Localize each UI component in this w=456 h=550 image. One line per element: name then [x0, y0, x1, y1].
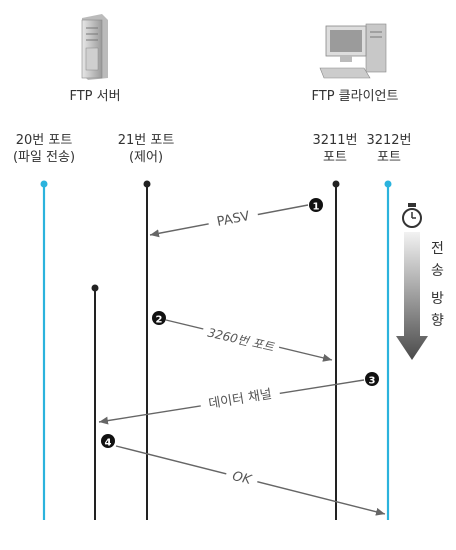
- direction-char-2: 송: [431, 263, 444, 279]
- message-2-label-bg: [200, 321, 282, 357]
- computer-icon: [318, 22, 388, 82]
- step-2-number: 2: [156, 315, 163, 326]
- lifeline-port-3212-dot: [384, 180, 392, 188]
- port-3212-name: 3212번: [366, 133, 412, 148]
- message-1-label-bg: [206, 204, 260, 232]
- step-4-number: 4: [105, 438, 112, 449]
- port-3212-label: 3212번 포트: [362, 132, 416, 166]
- message-1-label: PASV: [216, 209, 251, 230]
- port-21-role: (제어): [128, 150, 164, 165]
- direction-char-4: 향: [431, 313, 444, 329]
- lifeline-port-3211-dot: [332, 180, 340, 188]
- step-3-number: 3: [369, 376, 376, 387]
- direction-char-1: 전: [431, 241, 444, 257]
- port-3211-label: 3211번 포트: [304, 132, 366, 166]
- port-20-name: 20번 포트: [15, 133, 73, 148]
- port-20-role: (파일 전송): [12, 150, 76, 165]
- step-1-number: 1: [313, 202, 320, 213]
- port-20-label: 20번 포트 (파일 전송): [0, 132, 88, 166]
- port-3212-suffix: 포트: [377, 150, 401, 165]
- step-2-marker: [152, 311, 166, 325]
- message-3-label-bg: [199, 382, 281, 414]
- direction-arrow: [396, 232, 428, 360]
- direction-char-3: 방: [431, 291, 444, 307]
- lifeline-port-21-dot: [143, 180, 151, 188]
- server-title: FTP 서버: [69, 89, 121, 104]
- step-1-marker: [309, 198, 323, 212]
- port-21-name: 21번 포트: [117, 133, 175, 148]
- server-icon: [78, 14, 110, 80]
- lifeline-port-20-dot: [40, 180, 48, 188]
- step-3-marker: [365, 372, 379, 386]
- port-3211-suffix: 포트: [323, 150, 347, 165]
- client-title: FTP 클라이언트: [311, 89, 399, 104]
- lifeline-port-20-active-dot: [91, 284, 99, 292]
- step-4-marker: [101, 434, 115, 448]
- port-3211-name: 3211번: [312, 133, 358, 148]
- message-4-label: OK: [231, 469, 254, 488]
- message-4-label-bg: [224, 464, 260, 490]
- clock-icon: [402, 203, 422, 228]
- port-21-label: 21번 포트 (제어): [106, 132, 186, 166]
